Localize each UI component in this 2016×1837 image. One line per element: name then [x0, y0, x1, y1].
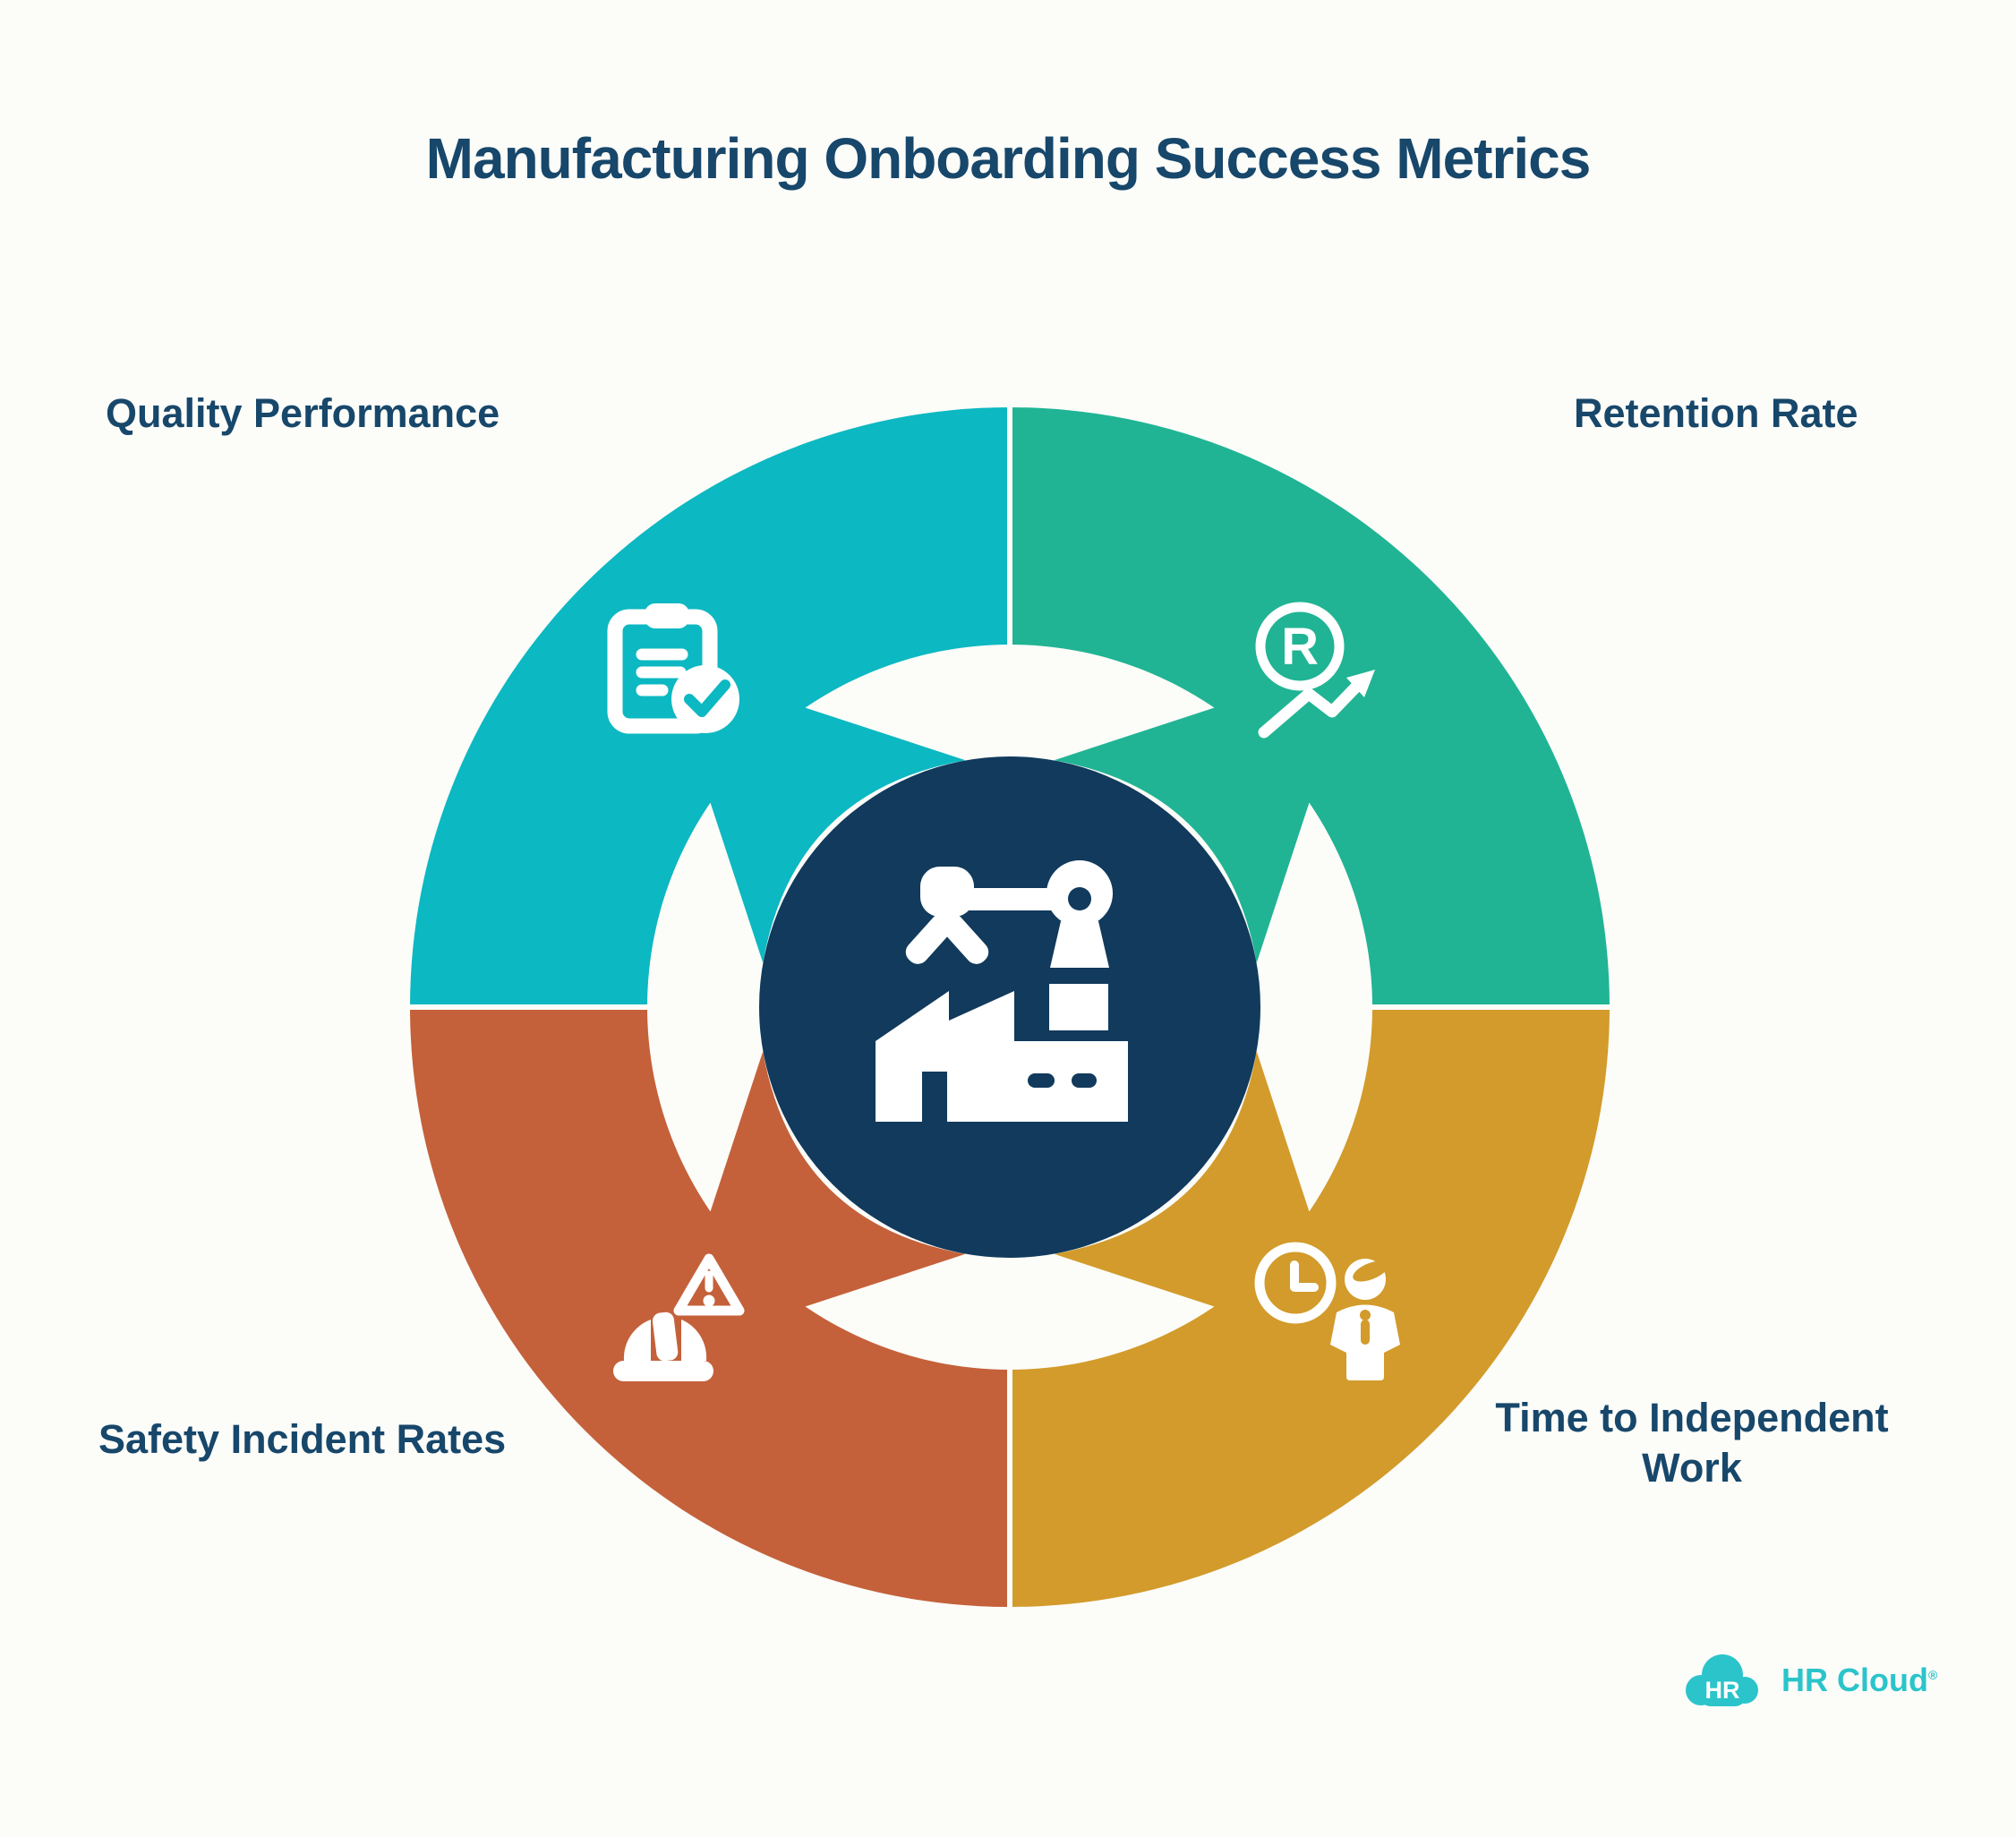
hardhat-warning-icon	[613, 1253, 745, 1381]
chevron-retention	[1054, 505, 1512, 963]
hrcloud-cloud-icon: HR	[1686, 1654, 1758, 1706]
label-time-to-independent-work: Time to Independent Work	[1495, 1395, 1889, 1491]
label-safety-incident-rates: Safety Incident Rates	[98, 1416, 507, 1462]
retention-letter: R	[1281, 618, 1319, 676]
clock-person-icon	[1254, 1242, 1400, 1380]
label-retention-rate: Retention Rate	[1574, 390, 1858, 436]
hrcloud-wordmark: HR Cloud®	[1781, 1662, 1938, 1698]
registered-mark: ®	[1927, 1668, 1938, 1682]
label-quality-performance: Quality Performance	[106, 390, 500, 436]
hrcloud-badge-text: HR	[1705, 1677, 1740, 1704]
quadrant-dividers	[410, 407, 1610, 1607]
factory-robot-icon	[876, 860, 1128, 1122]
chevron-quality	[508, 505, 966, 963]
clipboard-check-icon	[607, 603, 739, 734]
chevron-safety	[508, 1051, 966, 1509]
chevron-time	[1054, 1051, 1512, 1509]
page-title: Manufacturing Onboarding Success Metrics	[425, 126, 1592, 191]
hrcloud-logo: HR HR Cloud®	[1676, 1645, 1937, 1715]
cycle-diagram: R	[410, 407, 1610, 1607]
retention-growth-icon: R	[1255, 602, 1375, 739]
